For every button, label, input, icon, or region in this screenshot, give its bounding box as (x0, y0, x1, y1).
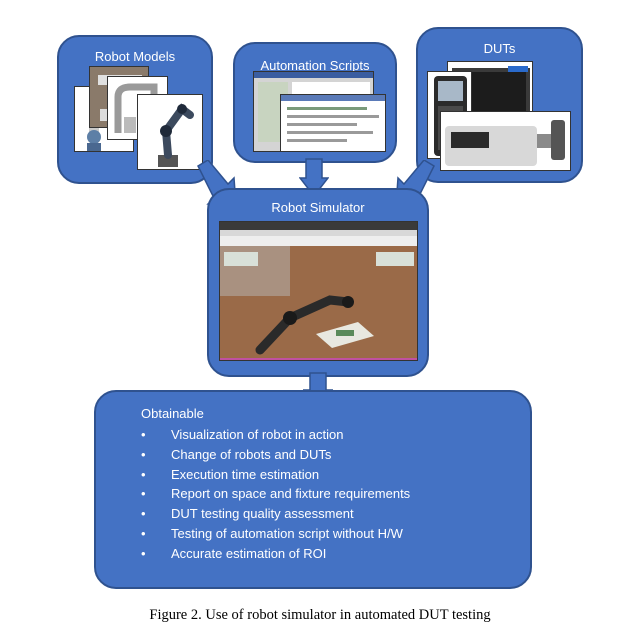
obtainable-item-text: Visualization of robot in action (171, 427, 344, 442)
robot-model-image-4 (137, 94, 203, 170)
simulator-screenshot (219, 221, 418, 361)
bullet-icon: • (141, 427, 146, 442)
bullet-icon: • (141, 486, 146, 502)
obtainable-item-text: Execution time estimation (171, 466, 320, 482)
obtainable-item: • Report on space and fixture requirement… (141, 484, 410, 504)
script-code-icon (281, 95, 385, 142)
obtainable-item: • DUT testing quality assessment (141, 504, 410, 524)
arrow-scripts-to-simulator (299, 158, 329, 198)
obtainable-item-text: Report on space and fixture requirements (171, 486, 411, 502)
obtainable-list: • Visualization of robot in action • Change… (141, 425, 410, 564)
obtainable-item-text: Testing of automation script without H/W (171, 525, 403, 541)
obtainable-item: • Change of robots and DUTs (141, 445, 410, 465)
simulator-scene (220, 222, 417, 360)
robot-arm-icon (158, 103, 194, 167)
infusion-pump-icon (445, 120, 565, 166)
obtainable-item-text: Accurate estimation of ROI (171, 545, 327, 561)
obtainable-item: • Accurate estimation of ROI (141, 544, 410, 564)
obtainable-item-text: DUT testing quality assessment (171, 506, 354, 522)
obtainable-item: • Testing of automation script without H/… (141, 524, 410, 544)
obtainable-title: Obtainable (141, 406, 204, 421)
script-window-front (280, 94, 386, 152)
bullet-icon: • (141, 525, 146, 541)
duts-title: DUTs (483, 41, 516, 56)
bullet-icon: • (141, 466, 146, 482)
bullet-icon: • (141, 446, 146, 462)
dut-infusion-pump-image (440, 111, 571, 171)
automation-scripts-title: Automation Scripts (260, 58, 370, 73)
obtainable-item: • Visualization of robot in action (141, 425, 410, 445)
robot-simulator-title: Robot Simulator (271, 200, 365, 215)
obtainable-box: Obtainable • Visualization of robot in ac… (94, 390, 532, 589)
obtainable-item: • Execution time estimation (141, 465, 410, 485)
bullet-icon: • (141, 506, 146, 522)
bullet-icon: • (141, 545, 146, 561)
obtainable-item-text: Change of robots and DUTs (171, 446, 332, 462)
figure-caption: Figure 2. Use of robot simulator in auto… (149, 607, 491, 623)
robot-models-title: Robot Models (94, 49, 176, 64)
